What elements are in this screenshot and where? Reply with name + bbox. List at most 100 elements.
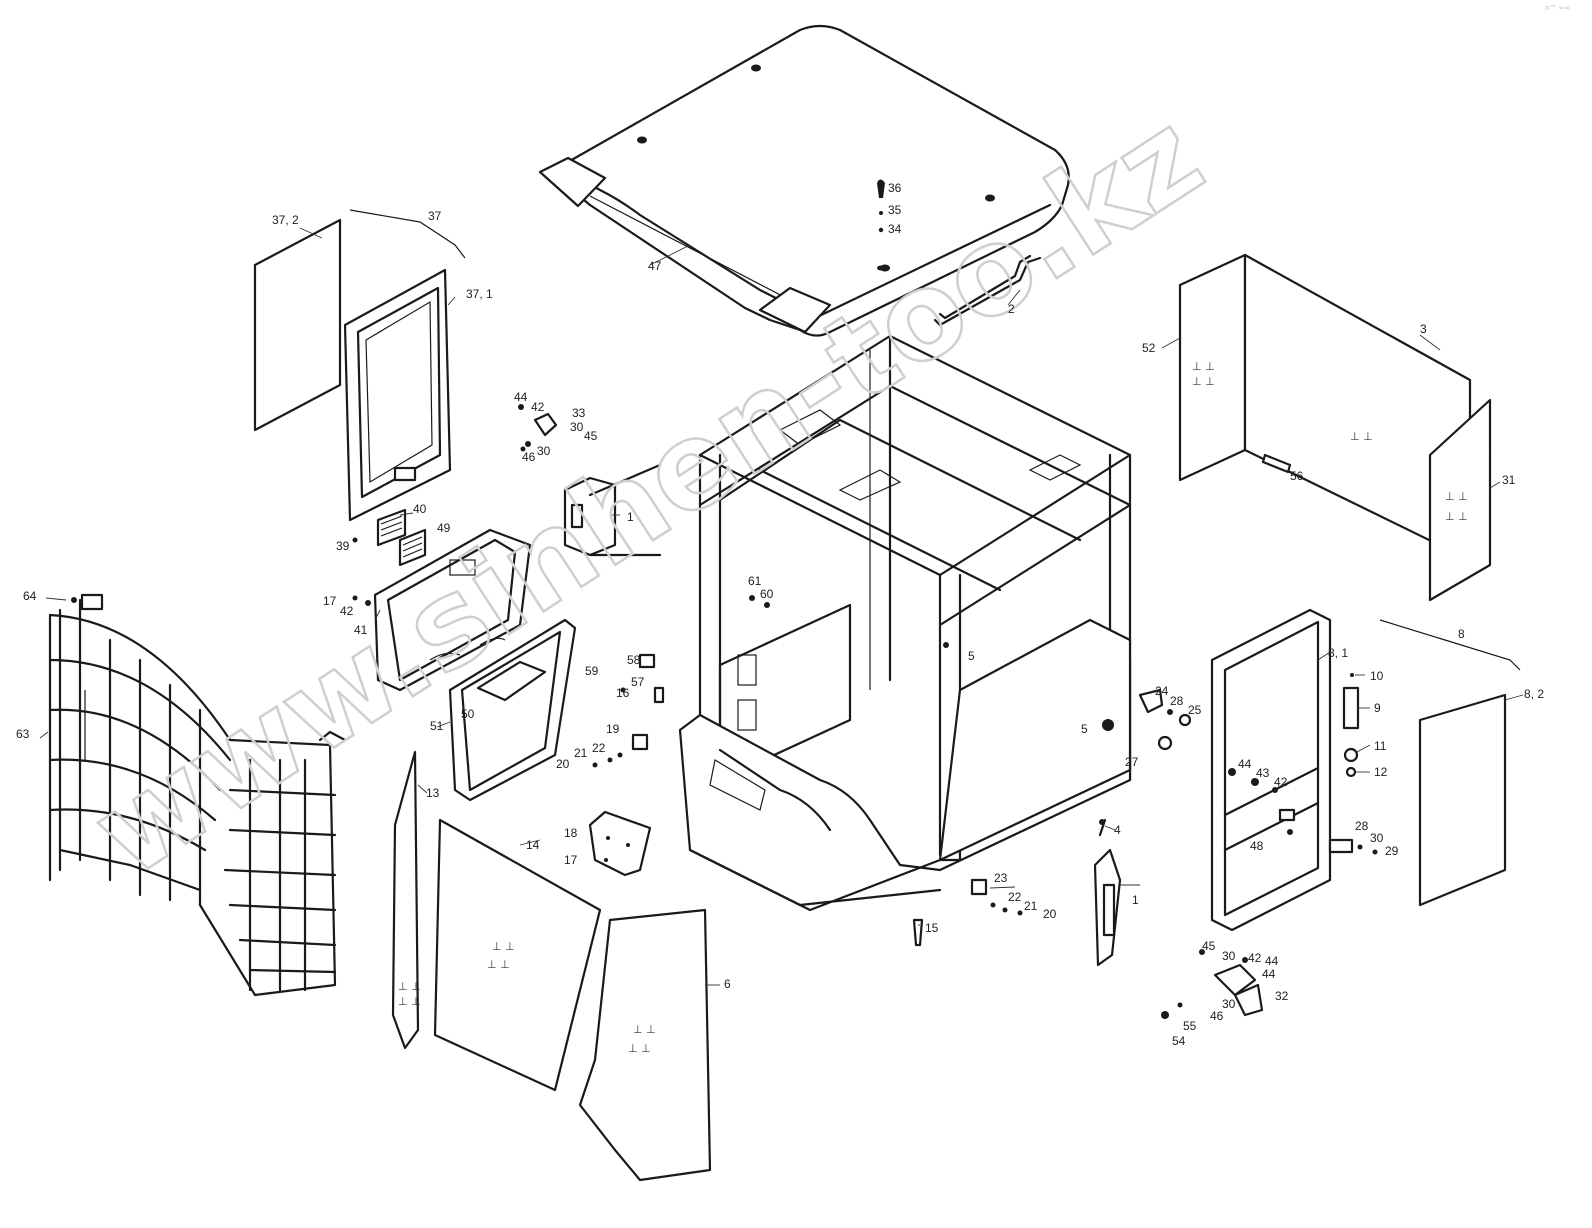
callout-17a: 17 bbox=[323, 594, 337, 608]
callout-11: 11 bbox=[1374, 739, 1387, 753]
callout-39: 39 bbox=[336, 539, 350, 553]
callout-58: 58 bbox=[627, 653, 641, 667]
corner-mark: л™ ∞∞ bbox=[1545, 4, 1570, 12]
callout-1b: 1 bbox=[1132, 893, 1139, 907]
callout-24: 24 bbox=[1155, 684, 1169, 698]
glass-mark: ⊥ ⊥ bbox=[1445, 510, 1468, 523]
callout-21a: 21 bbox=[574, 746, 588, 760]
callout-8-2: 8, 2 bbox=[1524, 687, 1544, 701]
callout-44d: 44 bbox=[1262, 967, 1276, 981]
callout-20b: 20 bbox=[1043, 907, 1057, 921]
callout-28b: 28 bbox=[1355, 819, 1369, 833]
callout-50: 50 bbox=[461, 707, 475, 721]
callout-16: 16 bbox=[616, 686, 630, 700]
front-glass-6: ⊥ ⊥ ⊥ ⊥ bbox=[578, 908, 712, 1182]
callout-46b: 46 bbox=[1210, 1009, 1224, 1023]
callout-30b: 30 bbox=[537, 444, 551, 458]
callout-41: 41 bbox=[354, 623, 368, 637]
callout-12: 12 bbox=[1374, 765, 1388, 779]
gas-strut-9 bbox=[1342, 673, 1360, 778]
callout-21b: 21 bbox=[1024, 899, 1038, 913]
callout-31: 31 bbox=[1502, 473, 1516, 487]
callout-4: 4 bbox=[1114, 823, 1121, 837]
callout-48: 48 bbox=[1250, 839, 1264, 853]
glass-mark: ⊥ ⊥ bbox=[1445, 490, 1468, 503]
callout-28a: 28 bbox=[1170, 694, 1184, 708]
front-guard-63 bbox=[48, 593, 347, 997]
grab-handle-2 bbox=[933, 254, 1042, 327]
callout-23: 23 bbox=[994, 871, 1008, 885]
callout-56: 56 bbox=[1290, 469, 1304, 483]
callout-37: 37 bbox=[428, 209, 442, 223]
callout-33: 33 bbox=[572, 406, 586, 420]
callout-37-1: 37, 1 bbox=[466, 287, 493, 301]
callout-51: 51 bbox=[430, 719, 444, 733]
callout-22b: 22 bbox=[1008, 890, 1022, 904]
callout-17b: 17 bbox=[564, 853, 578, 867]
callout-18: 18 bbox=[564, 826, 578, 840]
fasteners bbox=[71, 453, 1378, 947]
callout-55: 55 bbox=[1183, 1019, 1197, 1033]
glass-mark: ⊥ ⊥ bbox=[487, 958, 510, 971]
glass-mark: ⊥ ⊥ bbox=[492, 940, 515, 953]
callout-27: 27 bbox=[1125, 755, 1139, 769]
glass-mark: ⊥ ⊥ bbox=[1350, 430, 1373, 443]
glass-mark: ⊥ ⊥ bbox=[398, 995, 421, 1008]
glass-mark: ⊥ ⊥ bbox=[398, 980, 421, 993]
mirror-1 bbox=[563, 463, 662, 557]
callout-42d: 42 bbox=[1248, 951, 1262, 965]
callout-22a: 22 bbox=[592, 741, 606, 755]
callout-20a: 20 bbox=[556, 757, 570, 771]
roof-panel bbox=[538, 24, 1070, 337]
vent-grilles-40-49 bbox=[376, 508, 427, 567]
storage-tray-41 bbox=[373, 528, 532, 692]
callout-6: 6 bbox=[724, 977, 731, 991]
callout-37-2: 37, 2 bbox=[272, 213, 299, 227]
callout-5b: 5 bbox=[1081, 722, 1088, 736]
callout-45b: 45 bbox=[1202, 939, 1216, 953]
door-glass-14: ⊥ ⊥ ⊥ ⊥ bbox=[433, 818, 602, 1092]
callout-61: 61 bbox=[748, 574, 762, 588]
lock-assembly-bottom bbox=[1161, 949, 1264, 1019]
callout-30c: 30 bbox=[1370, 831, 1384, 845]
callout-2: 2 bbox=[1008, 302, 1015, 316]
callout-19: 19 bbox=[606, 722, 620, 736]
callout-5a: 5 bbox=[968, 649, 975, 663]
callout-35: 35 bbox=[888, 203, 902, 217]
callout-8-1: 8, 1 bbox=[1328, 646, 1348, 660]
callout-1a: 1 bbox=[627, 510, 634, 524]
callout-3: 3 bbox=[1420, 322, 1427, 336]
callout-49: 49 bbox=[437, 521, 451, 535]
callout-25: 25 bbox=[1188, 703, 1202, 717]
callout-54: 54 bbox=[1172, 1034, 1186, 1048]
callout-60: 60 bbox=[760, 587, 774, 601]
callout-30a: 30 bbox=[570, 420, 584, 434]
right-door-8 bbox=[1210, 608, 1521, 932]
callout-59: 59 bbox=[585, 664, 599, 678]
callout-44c: 44 bbox=[1265, 954, 1279, 968]
leader-lines bbox=[39, 227, 1524, 986]
plate-18 bbox=[588, 810, 652, 877]
callout-34: 34 bbox=[888, 222, 902, 236]
callout-40: 40 bbox=[413, 502, 427, 516]
side-handle-1 bbox=[1093, 818, 1122, 967]
callout-43: 43 bbox=[1256, 766, 1270, 780]
callout-14: 14 bbox=[526, 838, 540, 852]
callout-64: 64 bbox=[23, 589, 37, 603]
callout-44b: 44 bbox=[1238, 757, 1252, 771]
rear-window-37 bbox=[253, 209, 466, 522]
callout-29: 29 bbox=[1385, 844, 1399, 858]
callout-44a: 44 bbox=[514, 390, 528, 404]
callout-46a: 46 bbox=[522, 450, 536, 464]
callout-15: 15 bbox=[925, 921, 939, 935]
callout-47: 47 bbox=[648, 259, 662, 273]
callout-30e: 30 bbox=[1222, 997, 1236, 1011]
glass-mark: ⊥ ⊥ bbox=[1192, 375, 1215, 388]
callout-63: 63 bbox=[16, 727, 30, 741]
callout-42c: 42 bbox=[1274, 775, 1288, 789]
window-frame-51 bbox=[448, 618, 577, 802]
callout-30d: 30 bbox=[1222, 949, 1236, 963]
callout-36: 36 bbox=[888, 181, 902, 195]
callout-42b: 42 bbox=[340, 604, 354, 618]
